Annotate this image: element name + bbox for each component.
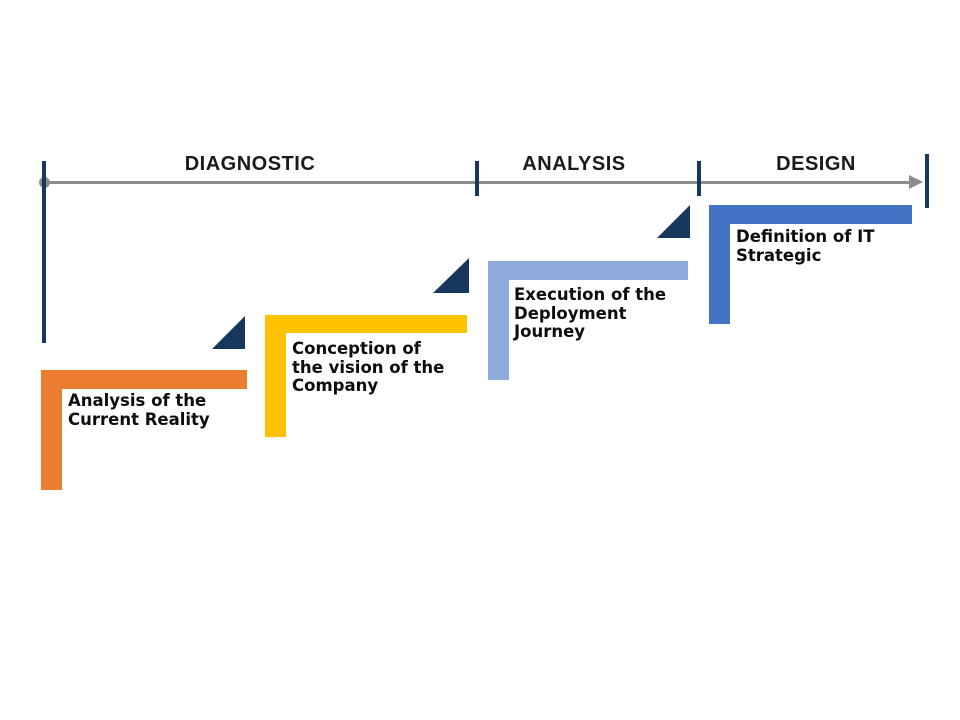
- timeline-tick-analysis: [475, 161, 479, 196]
- step3-label: Execution of the Deployment Journey: [514, 285, 667, 341]
- step3-bar-horizontal: [488, 261, 688, 280]
- step2-label: Conception of the vision of the Company: [292, 339, 445, 395]
- step4-label: Definition of IT Strategic: [736, 227, 875, 265]
- step3-bar-vertical: [488, 261, 509, 380]
- timeline-tick-end: [925, 154, 929, 208]
- timeline-tick-design: [697, 161, 701, 196]
- step2-bar-vertical: [265, 315, 286, 437]
- step4-bar-vertical: [709, 205, 730, 324]
- timeline-tick-start: [42, 161, 46, 343]
- step1-label: Analysis of the Current Reality: [68, 391, 210, 429]
- phase-label-analysis: ANALYSIS: [522, 153, 626, 175]
- timeline-arrowhead-icon: [909, 175, 923, 189]
- step1-bar-horizontal: [41, 370, 247, 389]
- step1-bar-vertical: [41, 370, 62, 490]
- step2-bar-horizontal: [265, 315, 467, 333]
- phase-label-diagnostic: DIAGNOSTIC: [184, 153, 316, 175]
- step4-bar-horizontal: [709, 205, 912, 224]
- step3-up-triangle-icon: [433, 258, 469, 293]
- step4-up-triangle-icon: [657, 205, 690, 238]
- phase-label-design: DESIGN: [776, 153, 856, 175]
- step2-up-triangle-icon: [212, 316, 245, 349]
